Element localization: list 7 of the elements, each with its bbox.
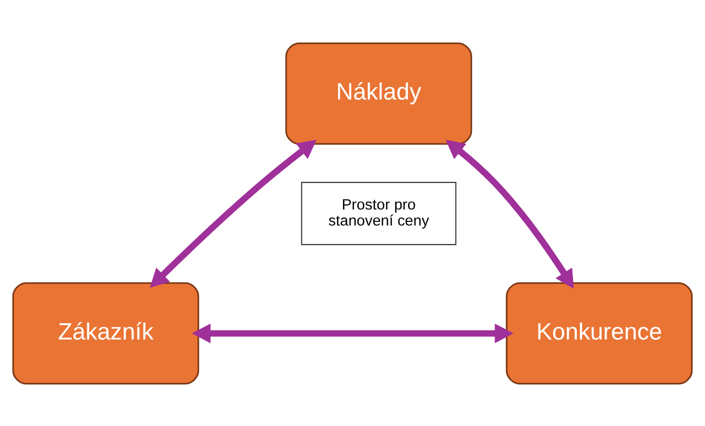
arrow	[446, 139, 574, 288]
arrow	[192, 323, 514, 343]
node-box: Zákazník	[12, 282, 200, 384]
node-box: Náklady	[285, 42, 472, 144]
node-box: Konkurence	[506, 282, 693, 384]
arrow	[150, 139, 317, 288]
node-box: Prostor pro stanovení ceny	[301, 181, 456, 245]
